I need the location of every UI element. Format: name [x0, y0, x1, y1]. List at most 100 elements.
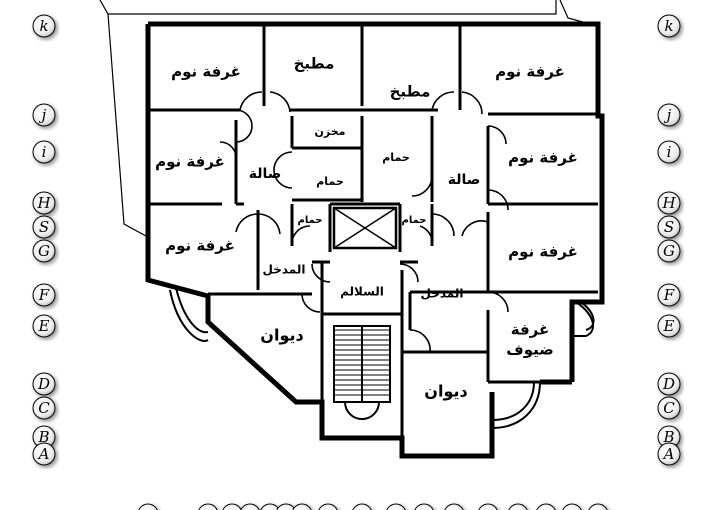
room-label-entrance-left: المدخل	[263, 263, 306, 277]
grid-axis-right-b-10: B	[657, 425, 681, 449]
grid-axis-bottom-bubble-14-circle	[536, 503, 556, 510]
grid-axis-right-e-7-label: E	[663, 317, 675, 335]
grid-axis-right-j-1-circle	[657, 103, 681, 127]
room-label-bath-center-right: حمام	[382, 151, 410, 164]
grid-axis-right-j-1: j	[657, 103, 681, 127]
grid-axis-right-s-4-circle	[657, 215, 681, 239]
grid-axis-bottom-bubble-10	[414, 503, 434, 510]
grid-axis-left-f-6-label: F	[38, 286, 50, 304]
grid-axis-left-b-10: B	[32, 425, 56, 449]
room-labels: غرفة نوم مطبخ مطبخ غرفة نوم غرفة نوم صال…	[155, 55, 578, 401]
room-label-bath-center-left: حمام	[316, 175, 344, 188]
grid-axis-left-k-0-circle	[32, 14, 56, 38]
grid-axis-left-j-1-circle	[32, 103, 56, 127]
grid-axis-bottom-bubble-5-circle	[276, 503, 296, 510]
grid-axis-right-c-9-label: C	[663, 399, 675, 417]
grid-axis-left-k-0: k	[32, 14, 56, 38]
grid-axis-left-h-3-label: H	[36, 194, 51, 212]
grid-axis-bottom-bubble-11	[444, 503, 464, 510]
grid-axis-right-h-3-circle	[657, 191, 681, 215]
grid-axis-left-g-5: G	[32, 239, 56, 263]
room-label-bedroom-2: غرفة نوم	[495, 63, 565, 81]
grid-axis-bottom-bubble-4	[260, 503, 280, 510]
room-label-bath-small-left: حمام	[298, 215, 323, 226]
grid-axis-bottom-bubble-7-circle	[318, 503, 338, 510]
grid-axis-bottom-bubble-9	[386, 503, 406, 510]
grid-axis-bottom-bubble-11-circle	[444, 503, 464, 510]
grid-axis-right-b-10-label: B	[662, 428, 674, 446]
room-label-bedroom-6: غرفة نوم	[165, 237, 235, 255]
room-label-guest-room-line1: غرفة	[511, 321, 550, 339]
grid-axis-right-f-6-circle	[657, 283, 681, 307]
room-label-diwan-right: ديوان	[424, 382, 467, 401]
grid-axis-bottom-bubble-3	[240, 503, 260, 510]
grid-axis-bottom-bubble-16	[588, 503, 608, 510]
room-label-hall-left: صالة	[249, 166, 282, 182]
interior-walls	[148, 24, 598, 456]
grid-axis-left-g-5-circle	[32, 239, 56, 263]
grid-axis-bottom-bubble-6	[292, 503, 312, 510]
grid-axis-bottom-bubble-8-circle	[352, 503, 372, 510]
room-label-bedroom-1: غرفة نوم	[171, 63, 241, 81]
grid-axis-left-d-8-circle	[32, 372, 56, 396]
grid-axis-bottom-bubble-10-circle	[414, 503, 434, 510]
room-label-kitchen-1: مطبخ	[294, 55, 335, 73]
grid-axis-right-s-4: S	[657, 215, 681, 239]
grid-axis-right-g-5-circle	[657, 239, 681, 263]
grid-axis-right-g-5-label: G	[663, 242, 675, 260]
grid-axis-left-s-4-circle	[32, 215, 56, 239]
grid-axis-left-d-8-label: D	[37, 375, 50, 393]
room-label-storage: مخزن	[315, 125, 346, 138]
grid-axis-left-j-1: j	[32, 103, 56, 127]
grid-axis-right-i-2-label: i	[667, 143, 672, 161]
grid-axis-bottom-bubble-4-circle	[260, 503, 280, 510]
room-label-hall-right: صالة	[448, 172, 481, 188]
grid-axis-left-s-4: S	[32, 215, 56, 239]
grid-axis-bottom-bubble-8	[352, 503, 372, 510]
grid-axis-bottom-bubble-13-circle	[508, 503, 528, 510]
grid-axis-bottom-bubble-7	[318, 503, 338, 510]
grid-axis-left-e-7-circle	[32, 314, 56, 338]
grid-axis-left-c-9: C	[32, 396, 56, 420]
grid-axis-right-i-2: i	[657, 140, 681, 164]
grid-axis-left-c-9-label: C	[38, 399, 50, 417]
grid-axis-left-j-1-label: j	[39, 106, 47, 124]
room-label-bath-small-right: حمام	[402, 215, 427, 226]
room-label-entrance-right: المدخل	[421, 287, 464, 301]
grid-axis-right-s-4-label: S	[664, 218, 674, 236]
room-label-bedroom-3: غرفة نوم	[155, 153, 225, 171]
grid-axis-left-i-2: i	[32, 140, 56, 164]
grid-axis-bottom-bubble-15-circle	[562, 503, 582, 510]
grid-axis-bottom-bubble-12	[478, 503, 498, 510]
grid-axis-left-h-3-circle	[32, 191, 56, 215]
grid-axis-right-i-2-circle	[657, 140, 681, 164]
grid-axis-right-e-7: E	[657, 314, 681, 338]
elevator	[332, 206, 398, 250]
grid-axis-right-h-3-label: H	[661, 194, 676, 212]
grid-axis-right-c-9-circle	[657, 396, 681, 420]
grid-axis-bottom-bubble-0-circle	[138, 503, 158, 510]
grid-axis-bottom-bubble-5	[276, 503, 296, 510]
room-label-diwan-left: ديوان	[260, 326, 303, 345]
room-label-kitchen-2: مطبخ	[390, 83, 431, 101]
grid-axis-bottom-bubble-3-circle	[240, 503, 260, 510]
grid-axis-right-f-6-label: F	[663, 286, 675, 304]
grid-axis-left-a-11-circle	[32, 442, 56, 466]
grid-axis-right-k-0-label: k	[664, 17, 673, 35]
grid-axis-left-d-8: D	[32, 372, 56, 396]
grid-axis-right-k-0: k	[657, 14, 681, 38]
grid-axis-left-h-3: H	[32, 191, 56, 215]
grid-axis-bottom-bubble-6-circle	[292, 503, 312, 510]
grid-axis-right-d-8-label: D	[662, 375, 675, 393]
grid-axis-right-a-11-circle	[657, 442, 681, 466]
stair-outline	[333, 325, 391, 420]
grid-axis-right-j-1-label: j	[664, 106, 672, 124]
grid-axis-right-a-11: A	[657, 442, 681, 466]
grid-axis-right-g-5: G	[657, 239, 681, 263]
grid-axis-bottom-bubble-13	[508, 503, 528, 510]
room-label-bedroom-4: غرفة نوم	[508, 149, 578, 167]
grid-axis-right-d-8-circle	[657, 372, 681, 396]
grid-axis-right-k-0-circle	[657, 14, 681, 38]
